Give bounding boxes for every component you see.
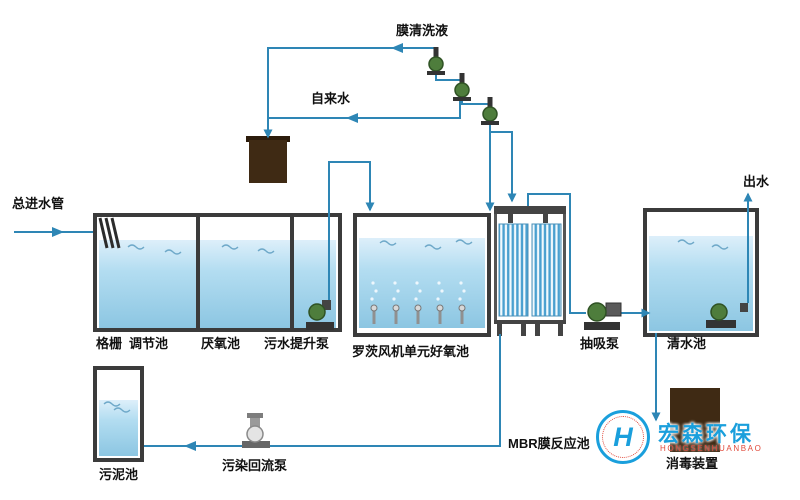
tank-wall — [93, 213, 342, 332]
aeration-diffusers — [370, 281, 466, 324]
logo-red-ring — [602, 416, 644, 458]
bar-screen-icon — [98, 217, 121, 249]
label-sludge-tank: 污泥池 — [99, 467, 139, 482]
label-anaerobic-tank: 厌氧池 — [201, 336, 241, 351]
tap-water-flow-arrow — [346, 113, 358, 123]
label-aerobic-unit: 罗茨风机单元好氧池 — [352, 344, 470, 359]
suction-pump-icon — [584, 302, 622, 330]
logo-circle-icon: H — [596, 410, 650, 464]
tank-water — [99, 400, 138, 456]
label-disinfection: 消毒装置 — [666, 456, 719, 471]
pretreatment-tank — [93, 213, 342, 332]
logo-subtext: HONGSENHUANBAO — [660, 444, 763, 453]
tap-water-pipe — [268, 101, 461, 119]
label-outlet: 出水 — [743, 174, 770, 189]
tank-wall — [353, 213, 491, 337]
disinfection-box — [670, 388, 720, 452]
tank-wall — [643, 208, 759, 337]
mbr-membrane-module — [494, 206, 566, 336]
label-sewage-lift-pump: 污水提升泵 — [264, 336, 330, 351]
dosing-to-mbr-pipe — [490, 131, 517, 203]
cleaning-flow-arrow — [391, 43, 403, 53]
label-regulation-tank: 调节池 — [129, 336, 169, 351]
membrane-cassette — [498, 223, 529, 317]
water-waves — [103, 239, 729, 413]
sludge-return-pump-icon — [242, 413, 270, 448]
return-flow-arrow — [184, 441, 196, 451]
tank-wall — [93, 366, 144, 462]
cleaning-solution-tank — [246, 136, 290, 183]
brand-logo: H 宏森环保 HONGSENHUANBAO — [596, 404, 796, 476]
membrane-cleaning-pipe — [263, 47, 436, 139]
aerobic-tank — [353, 213, 491, 337]
label-main-inlet: 总进水管 — [12, 196, 65, 211]
tank-water — [99, 240, 336, 328]
permeate-pipe — [527, 193, 586, 314]
inlet-flow-arrow — [52, 227, 64, 237]
membrane-cassette — [531, 223, 562, 317]
label-mbr-tank: MBR膜反应池 — [506, 436, 592, 452]
lift-pump-pipe — [328, 161, 375, 306]
label-membrane-cleaning: 膜清洗液 — [396, 23, 449, 38]
clean-water-pump — [706, 303, 748, 328]
label-clean-water-tank: 清水池 — [667, 336, 707, 351]
tank-water — [359, 238, 485, 328]
dosing-pump-icon — [453, 73, 471, 101]
sludge-tank — [93, 366, 144, 462]
label-bar-screen: 格栅 — [96, 336, 123, 351]
label-suction-pump: 抽吸泵 — [580, 336, 620, 351]
sewage-lift-pump-icon — [306, 300, 334, 330]
logo-monogram: H — [613, 421, 633, 452]
label-return-pump: 污染回流泵 — [222, 458, 288, 473]
logo-name: 宏森环保 — [658, 423, 754, 446]
label-tap-water: 自来水 — [311, 91, 351, 106]
dosing-pump-icon — [481, 97, 499, 125]
dosing-pump-icon — [427, 47, 445, 75]
flow-arrows — [52, 43, 403, 451]
tank-water — [649, 236, 753, 331]
clean-water-tank — [643, 208, 759, 337]
